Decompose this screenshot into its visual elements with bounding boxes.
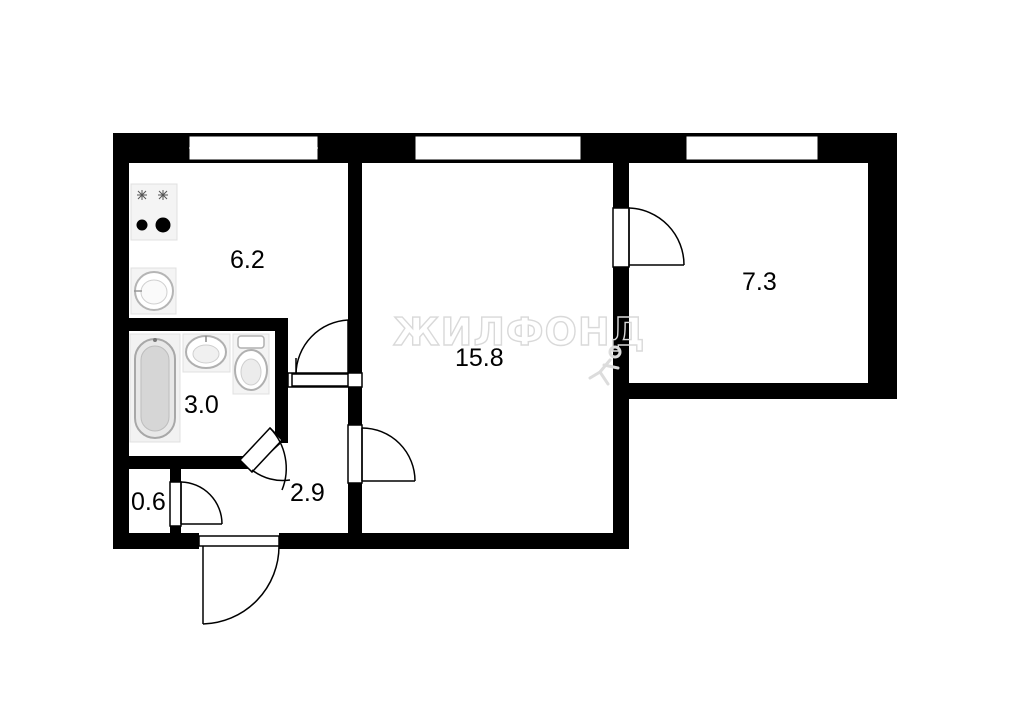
- wall-bedroom-bottom: [613, 383, 897, 399]
- room-area-kitchen: 6.2: [230, 246, 265, 274]
- door-living-gap: [347, 424, 363, 484]
- wall-bath-right: [275, 318, 288, 443]
- wall-bottom-left: [113, 533, 199, 549]
- watermark-text: ЖИЛФОНД: [393, 310, 646, 354]
- room-area-bathroom: 3.0: [184, 391, 219, 419]
- toilet-icon: [232, 333, 270, 395]
- door-swing-icon: [628, 207, 685, 267]
- door-swing-icon: [361, 427, 416, 482]
- door-closet-gap: [169, 481, 182, 527]
- washbasin-icon: [182, 333, 231, 373]
- wall-bottom-right: [279, 533, 629, 549]
- room-area-hall: 2.9: [290, 479, 325, 507]
- room-area-living: 15.8: [455, 344, 504, 372]
- stove-icon: [130, 183, 178, 241]
- sink-icon: [130, 267, 177, 315]
- wall-kitchen-bath: [129, 318, 288, 331]
- doors: [169, 207, 685, 625]
- door-bedroom-gap: [612, 207, 630, 268]
- room-area-bedroom: 7.3: [742, 268, 777, 296]
- wall-right: [868, 133, 897, 399]
- wall-left: [113, 133, 129, 549]
- door-entrance-gap: [198, 535, 280, 547]
- watermark: ЖИЛФОНД: [392, 309, 646, 386]
- room-area-closet: 0.6: [131, 488, 166, 516]
- area-labels: 6.2 15.8 7.3 3.0 2.9 0.6: [131, 246, 777, 516]
- bathtub-icon: [129, 333, 181, 443]
- door-swing-icon: [180, 481, 223, 525]
- door-swing-icon: [238, 426, 291, 491]
- window-living: [414, 135, 582, 161]
- window-bedroom: [685, 135, 819, 161]
- door-swing-icon: [291, 319, 349, 387]
- door-swing-icon: [202, 545, 280, 625]
- windows: [188, 135, 819, 161]
- wall-kitchen-living: [348, 163, 362, 549]
- watermark-figure-icon: [588, 345, 622, 386]
- wall-bath-bottom: [129, 456, 247, 469]
- fixtures: [129, 183, 270, 443]
